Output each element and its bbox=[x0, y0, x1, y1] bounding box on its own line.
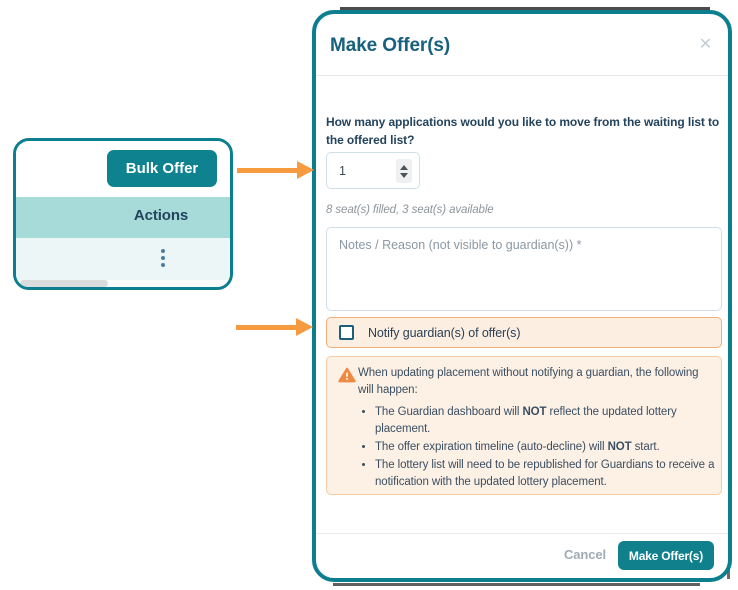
arrow-shaft bbox=[236, 325, 298, 330]
question-label: How many applications would you like to … bbox=[326, 115, 720, 147]
warning-box: When updating placement without notifyin… bbox=[326, 356, 722, 495]
make-offers-button[interactable]: Make Offer(s) bbox=[617, 541, 714, 570]
quantity-field bbox=[326, 152, 420, 189]
divider bbox=[316, 75, 728, 76]
notify-checkbox[interactable] bbox=[339, 325, 354, 340]
kebab-dot bbox=[161, 256, 165, 260]
warning-bullet: The lottery list will need to be republi… bbox=[375, 457, 721, 490]
arrow-shaft bbox=[237, 168, 299, 173]
warning-bullet: The Guardian dashboard will NOT reflect … bbox=[375, 404, 721, 437]
underlying-modal-shadow-bottom bbox=[333, 583, 700, 586]
warning-intro: When updating placement without notifyin… bbox=[358, 367, 699, 396]
kebab-dot bbox=[161, 249, 165, 253]
scrollbar-thumb[interactable] bbox=[20, 280, 108, 287]
table-header-area: Bulk Offer bbox=[16, 141, 230, 197]
arrow-right-icon bbox=[297, 161, 314, 179]
bullet-text-segment: start. bbox=[631, 441, 660, 453]
make-offers-modal: Make Offer(s) ✕ How many applications wo… bbox=[312, 10, 732, 582]
modal-title: Make Offer(s) bbox=[330, 35, 451, 56]
bullet-text-segment: Workflow notifications with a custom tri… bbox=[375, 494, 696, 495]
bulk-offer-button[interactable]: Bulk Offer bbox=[107, 150, 217, 187]
notify-checkbox-row[interactable]: Notify guardian(s) of offer(s) bbox=[326, 317, 722, 348]
bullet-text-segment: The offer expiration timeline (auto-decl… bbox=[375, 441, 608, 453]
bullet-text-segment: The Guardian dashboard will bbox=[375, 406, 523, 419]
warning-bullet: The offer expiration timeline (auto-decl… bbox=[375, 439, 721, 455]
close-icon[interactable]: ✕ bbox=[698, 36, 712, 53]
table-row bbox=[16, 238, 230, 280]
bullet-text-segment: The lottery list will need to be republi… bbox=[375, 459, 715, 488]
kebab-menu-icon[interactable] bbox=[156, 249, 170, 267]
actions-column-callout: Bulk Offer Actions bbox=[13, 138, 233, 290]
notify-label: Notify guardian(s) of offer(s) bbox=[368, 325, 521, 340]
bullet-bold-segment: NOT bbox=[607, 441, 632, 453]
stepper-up-icon[interactable] bbox=[400, 164, 408, 170]
warning-bullet: Workflow notifications with a custom tri… bbox=[375, 492, 721, 495]
warning-icon bbox=[338, 367, 356, 383]
divider bbox=[316, 533, 728, 534]
underlying-modal-shadow-top bbox=[340, 7, 710, 10]
cancel-button[interactable]: Cancel bbox=[563, 547, 606, 562]
kebab-dot bbox=[161, 263, 165, 267]
number-stepper[interactable] bbox=[396, 159, 412, 183]
bullet-bold-segment: NOT bbox=[522, 406, 547, 419]
actions-column-header: Actions bbox=[16, 197, 230, 238]
horizontal-scrollbar[interactable] bbox=[16, 280, 230, 287]
arrow-right-icon bbox=[296, 318, 313, 336]
quantity-input[interactable] bbox=[327, 153, 387, 188]
bullet-text-segment: reflect the updated lottery placement. bbox=[375, 406, 677, 435]
actions-label: Actions bbox=[133, 207, 189, 224]
seats-note: 8 seat(s) filled, 3 seat(s) available bbox=[326, 204, 494, 216]
notes-textarea[interactable] bbox=[326, 227, 722, 311]
stepper-down-icon[interactable] bbox=[400, 172, 408, 178]
warning-bullet-list: The Guardian dashboard will NOT reflect … bbox=[327, 404, 721, 495]
